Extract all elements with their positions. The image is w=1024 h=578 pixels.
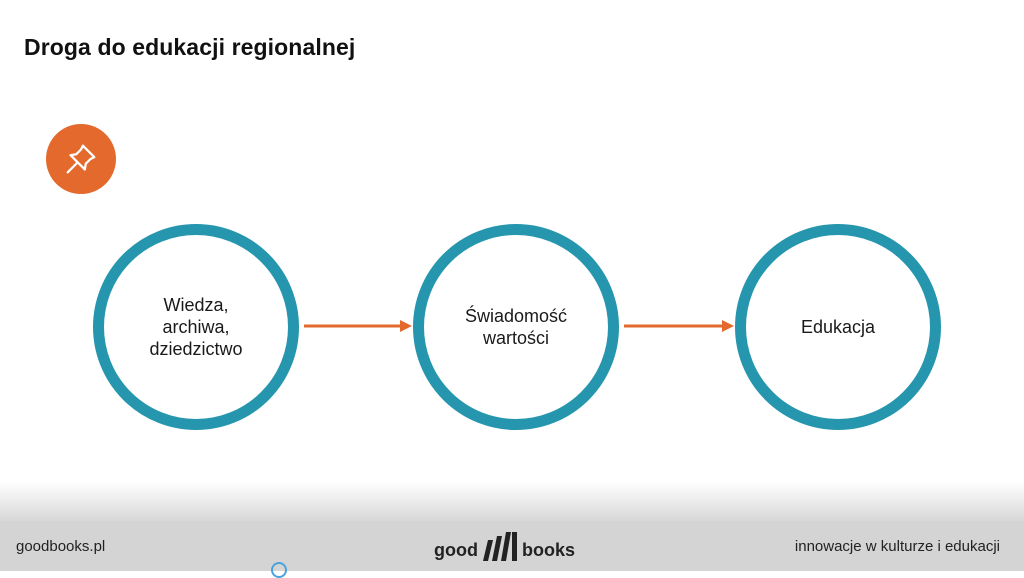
goodbooks-logo: good books bbox=[434, 531, 575, 561]
slide-title: Droga do edukacji regionalnej bbox=[24, 34, 356, 60]
flow-node-label: Świadomość wartości bbox=[464, 306, 568, 348]
flow-node-label: Wiedza, archiwa, dziedzictwo bbox=[149, 295, 243, 359]
flow-node-awareness: Świadomość wartości bbox=[413, 224, 619, 430]
flow-arrow bbox=[624, 320, 734, 332]
footer-fade bbox=[0, 482, 1024, 522]
flow-arrow bbox=[304, 320, 412, 332]
pushpin-icon bbox=[66, 144, 96, 174]
website-link[interactable]: goodbooks.pl bbox=[16, 538, 106, 555]
footer-tagline: innowacje w kulturze i edukacji bbox=[794, 538, 1000, 555]
flow-node-knowledge: Wiedza, archiwa, dziedzictwo bbox=[93, 224, 299, 430]
flow-node-label: Edukacja bbox=[800, 317, 876, 337]
pushpin-badge bbox=[46, 124, 116, 194]
cursor-indicator-icon bbox=[271, 562, 287, 578]
books-bars-icon bbox=[482, 532, 517, 561]
flow-node-education: Edukacja bbox=[735, 224, 941, 430]
logo-word-good: good bbox=[434, 540, 478, 560]
logo-word-books: books bbox=[521, 540, 575, 560]
footer-bar: goodbooks.pl good books innowacje w kult… bbox=[0, 521, 1024, 571]
